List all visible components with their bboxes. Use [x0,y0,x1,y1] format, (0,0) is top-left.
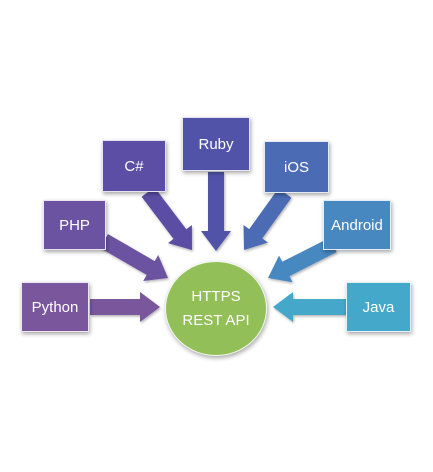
https-rest-api-hub: HTTPS REST API [165,261,267,356]
python-box: Python [21,282,89,332]
php-box: PHP [43,200,106,250]
php-label: PHP [59,216,90,234]
arrow-python-to-hub [90,292,160,322]
ios-label: iOS [283,158,309,176]
ios-box: iOS [264,141,329,193]
android-box: Android [323,200,391,250]
arrow-java-to-hub [273,292,346,322]
arrow-csharp-to-hub [141,187,192,250]
csharp-label: C# [124,157,144,175]
arrow-android-to-hub [268,237,337,283]
python-label: Python [31,298,79,316]
arrow-ruby-to-hub [201,172,231,251]
hub-line-1: HTTPS [191,287,241,305]
hub-line-2: REST API [182,311,250,329]
arrow-php-to-hub [100,234,168,281]
java-label: Java [362,298,395,316]
arrow-ios-to-hub [243,188,292,250]
android-label: Android [331,216,383,234]
ruby-label: Ruby [198,135,234,153]
java-box: Java [346,282,411,332]
csharp-box: C# [102,140,166,192]
ruby-box: Ruby [182,117,250,171]
